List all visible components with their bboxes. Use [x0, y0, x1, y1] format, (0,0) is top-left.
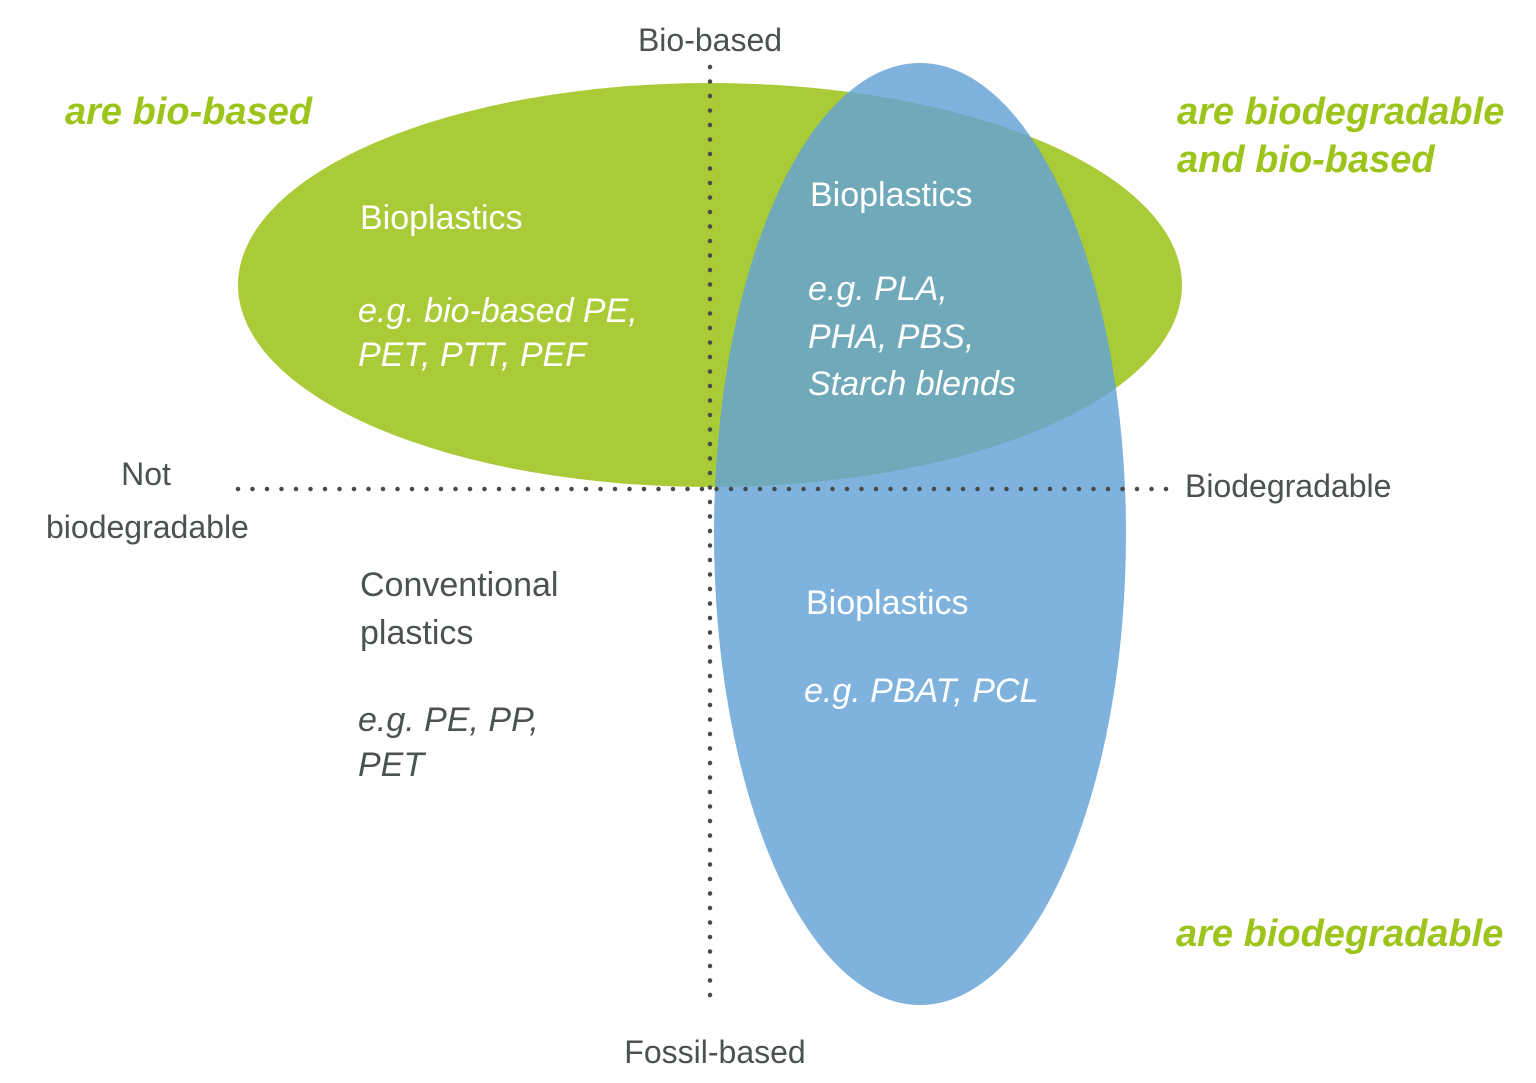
biodegradable-blue-ellipse [714, 63, 1126, 1005]
callout-are-biodegradable-and-bio-based: are biodegradable and bio-based [1177, 88, 1504, 184]
axis-label-not-line2: biodegradable [46, 509, 249, 545]
overlap-examples-line3: Starch blends [808, 365, 1016, 403]
callout-top-right-line2: and bio-based [1177, 139, 1435, 181]
region-examples-blue: e.g. PBAT, PCL [804, 671, 1038, 711]
region-title-bioplastics-blue: Bioplastics [806, 584, 969, 622]
callout-bottom-right-line1: are biodegradable [1176, 913, 1504, 955]
green-examples-line2: PET, PTT, PEF [358, 336, 587, 374]
overlap-examples-line1: e.g. PLA, [808, 270, 948, 308]
region-title-bioplastics-overlap: Bioplastics [810, 176, 973, 214]
region-examples-overlap: e.g. PLA, PHA, PBS, Starch blends [808, 266, 1016, 409]
blue-examples-line1: e.g. PBAT, PCL [804, 672, 1039, 710]
conventional-title-line1: Conventional [360, 566, 559, 604]
axis-label-fossil-based: Fossil-based [624, 1034, 806, 1070]
axis-label-not-biodegradable: Not biodegradable [46, 448, 249, 554]
conventional-examples-line1: e.g. PE, PP, [358, 701, 539, 739]
axis-label-not-line1: Not [121, 456, 171, 492]
green-examples-line1: e.g. bio-based PE, [358, 292, 638, 330]
region-title-bioplastics-green: Bioplastics [360, 199, 523, 237]
conventional-examples-line2: PET [358, 746, 425, 784]
region-examples-green: e.g. bio-based PE, PET, PTT, PEF [358, 289, 638, 377]
callout-are-bio-based-line1: are bio-based [65, 91, 313, 133]
overlap-examples-line2: PHA, PBS, [808, 317, 975, 356]
conventional-title-line2: plastics [360, 614, 474, 652]
callout-are-bio-based: are bio-based [65, 88, 312, 136]
region-examples-conventional: e.g. PE, PP, PET [358, 698, 539, 788]
callout-top-right-line1: are biodegradable [1177, 91, 1505, 133]
axis-label-bio-based: Bio-based [637, 22, 783, 58]
region-title-conventional-plastics: Conventional plastics [360, 561, 558, 657]
callout-are-biodegradable: are biodegradable [1176, 910, 1503, 958]
axis-label-biodegradable: Biodegradable [1185, 468, 1392, 504]
